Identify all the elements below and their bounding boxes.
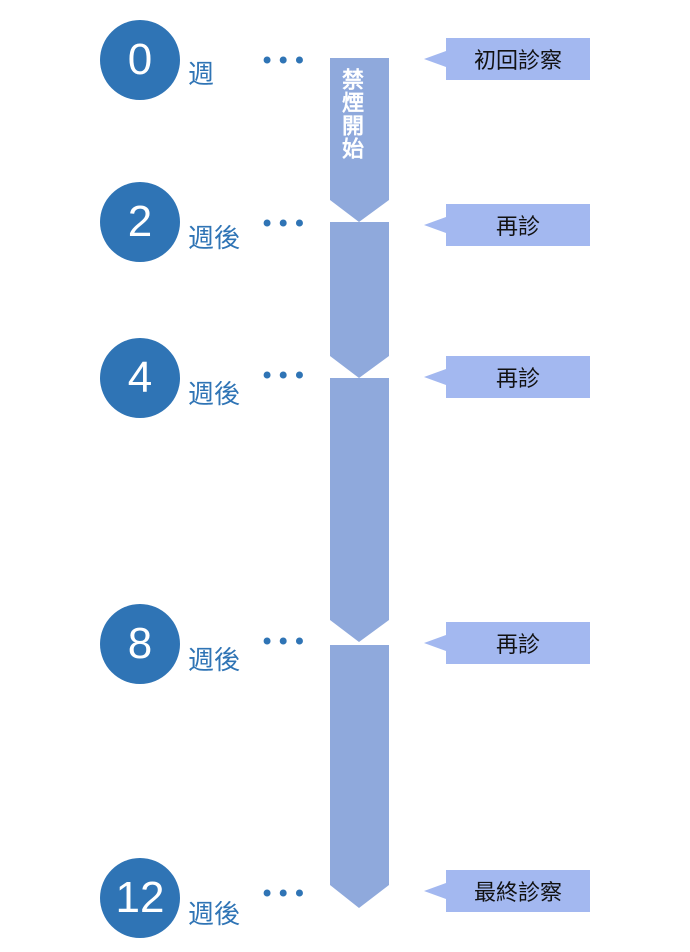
week-circle-12: 12 xyxy=(100,858,180,938)
bar-segment-2 xyxy=(330,378,389,642)
bar-segment-0 xyxy=(330,58,389,222)
bar-segment-3 xyxy=(330,645,389,908)
bar-segment-1 xyxy=(330,222,389,378)
week-circle-4: 4 xyxy=(100,338,180,418)
leader-dots-0: ••• xyxy=(260,47,309,75)
week-unit-2: 週後 xyxy=(188,224,241,254)
visit-callout-0: 初回診察 xyxy=(424,38,590,80)
week-unit-8: 週後 xyxy=(188,646,241,676)
week-circle-8: 8 xyxy=(100,604,180,684)
visit-callout-8: 再診 xyxy=(424,622,590,664)
quit-start-label: 禁煙開始 xyxy=(338,68,363,160)
week-unit-4: 週後 xyxy=(188,380,241,410)
leader-dots-2: ••• xyxy=(260,210,309,238)
week-unit-0: 週 xyxy=(188,60,215,90)
visit-callout-2: 再診 xyxy=(424,204,590,246)
week-circle-2: 2 xyxy=(100,182,180,262)
week-unit-12: 週後 xyxy=(188,900,241,930)
visit-callout-4: 再診 xyxy=(424,356,590,398)
leader-dots-4: ••• xyxy=(260,362,309,390)
leader-dots-8: ••• xyxy=(260,628,309,656)
visit-callout-12: 最終診察 xyxy=(424,870,590,912)
leader-dots-12: ••• xyxy=(260,880,309,908)
week-circle-0: 0 xyxy=(100,20,180,100)
